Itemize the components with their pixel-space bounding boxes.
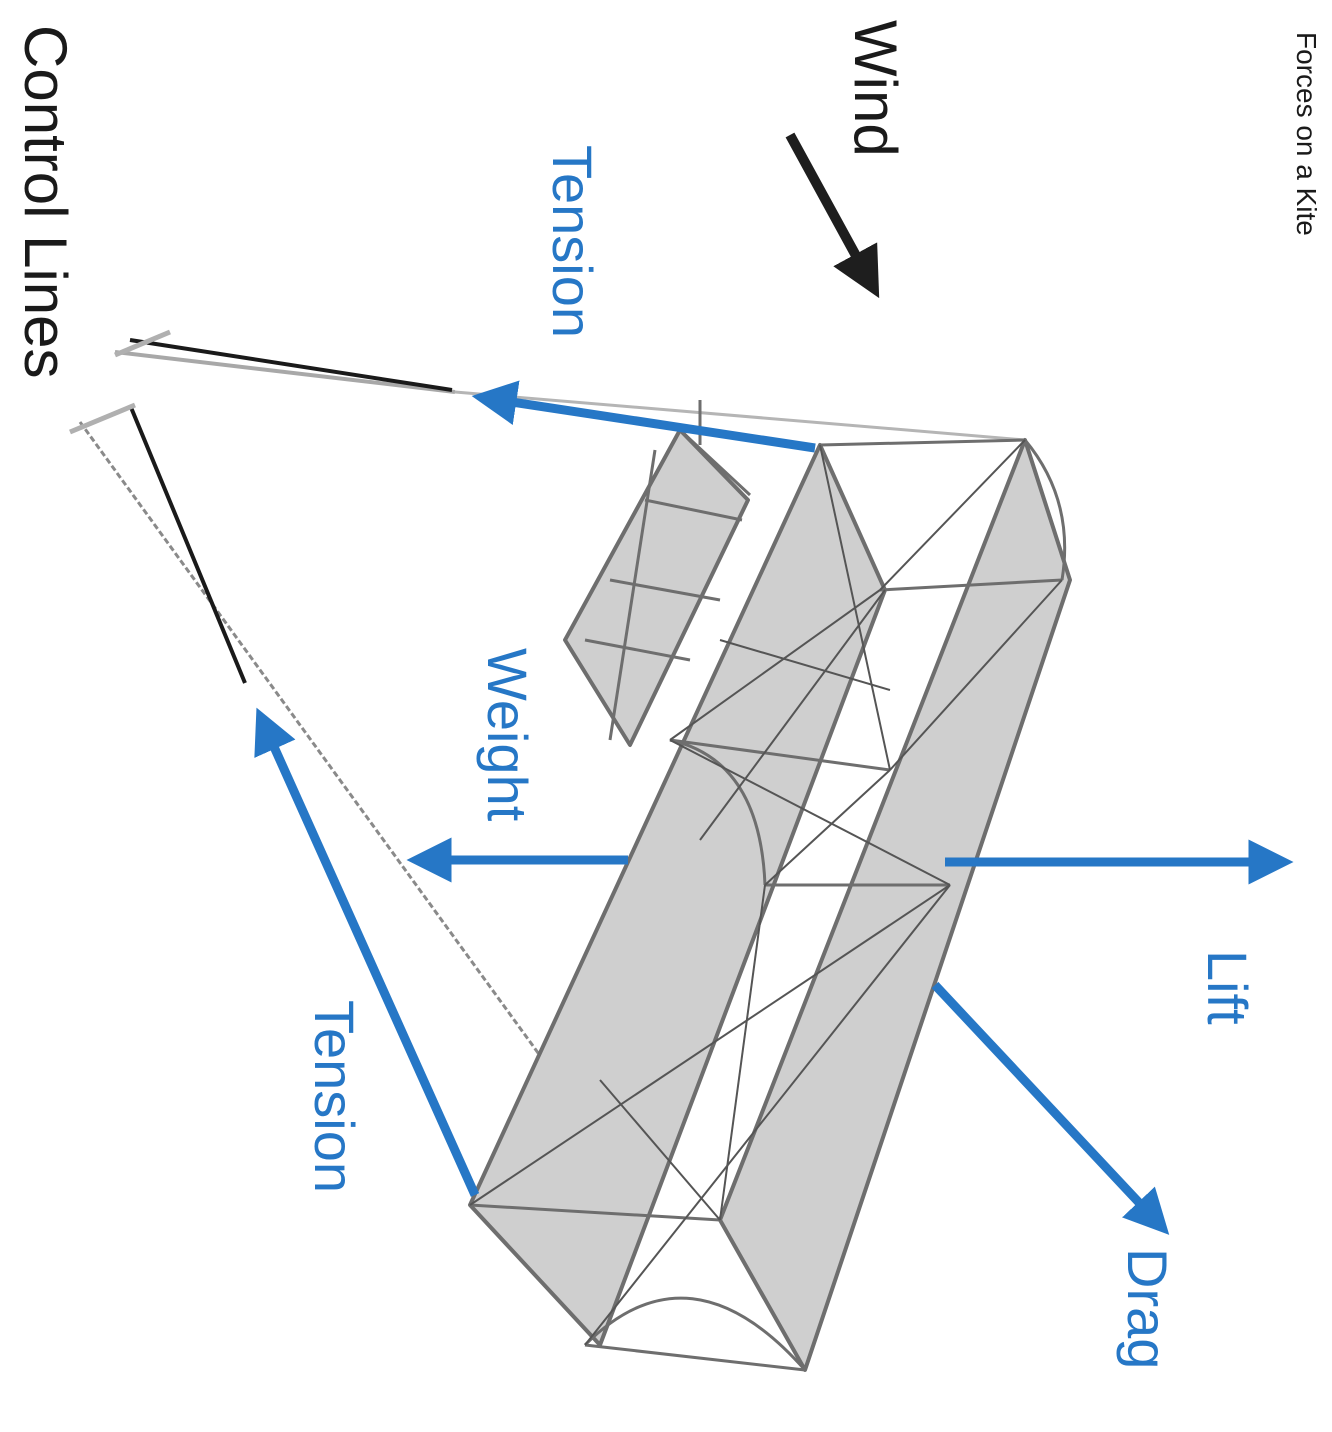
- diagram-title: Forces on a Kite: [1291, 32, 1322, 236]
- control-lines-label: Control Lines: [12, 25, 79, 379]
- tension-bottom-label: Tension: [303, 1000, 366, 1194]
- kite-bracing: [469, 439, 1063, 1346]
- lift-label: Lift: [1196, 950, 1259, 1025]
- tension-top-label: Tension: [541, 145, 604, 339]
- tension-bottom-arrow: [254, 707, 480, 1197]
- drag-label: Drag: [1116, 1248, 1179, 1370]
- force-arrows: [254, 380, 1294, 1235]
- kite-sails: [468, 428, 1072, 1372]
- kite-frame: [469, 400, 1067, 1372]
- wind-arrow: [785, 132, 880, 299]
- weight-label: Weight: [476, 648, 539, 822]
- wind-label: Wind: [842, 20, 909, 157]
- tension-top-arrow: [471, 380, 816, 453]
- control-lines: [69, 329, 1026, 1091]
- drag-arrow: [931, 981, 1170, 1235]
